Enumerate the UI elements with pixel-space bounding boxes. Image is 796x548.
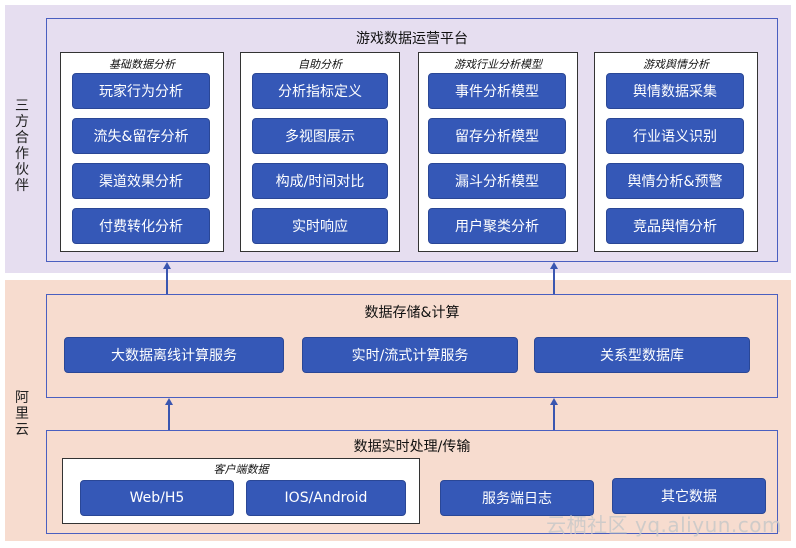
group-title: 游戏行业分析模型	[454, 58, 542, 71]
server-log-source[interactable]: 服务端日志	[440, 480, 594, 516]
arrow-up-icon	[163, 262, 171, 269]
channel-effect-analysis[interactable]: 渠道效果分析	[72, 163, 210, 199]
ios-android-source[interactable]: IOS/Android	[246, 480, 406, 516]
group-title: 自助分析	[298, 58, 342, 71]
multi-view-display[interactable]: 多视图展示	[252, 118, 388, 154]
sentiment-analysis-alert[interactable]: 舆情分析&预警	[606, 163, 744, 199]
sentiment-data-collection[interactable]: 舆情数据采集	[606, 73, 744, 109]
industry-semantic-recognition[interactable]: 行业语义识别	[606, 118, 744, 154]
arrow-up-icon	[165, 398, 173, 405]
watermark: 云栖社区 yq.aliyun.com	[546, 513, 782, 537]
arrow-line	[166, 268, 168, 294]
stream-computing-service[interactable]: 实时/流式计算服务	[302, 337, 518, 373]
processing-frame: 数据实时处理/传输	[46, 430, 778, 534]
arrow-line	[553, 268, 555, 294]
offline-computing-service[interactable]: 大数据离线计算服务	[64, 337, 284, 373]
realtime-response[interactable]: 实时响应	[252, 208, 388, 244]
storage-frame: 数据存储&计算	[46, 294, 778, 398]
aliyun-label: 阿里云	[15, 390, 29, 438]
group-title: 游戏舆情分析	[643, 58, 709, 71]
platform-frame: 游戏数据运营平台	[46, 18, 778, 262]
processing-title: 数据实时处理/传输	[353, 439, 471, 455]
other-data-source[interactable]: 其它数据	[612, 478, 766, 514]
relational-database[interactable]: 关系型数据库	[534, 337, 750, 373]
event-analysis-model[interactable]: 事件分析模型	[428, 73, 566, 109]
arrow-line	[168, 404, 170, 430]
partner-label: 三方合作伙伴	[15, 98, 29, 194]
user-clustering-analysis[interactable]: 用户聚类分析	[428, 208, 566, 244]
web-h5-source[interactable]: Web/H5	[80, 480, 234, 516]
arrow-up-icon	[550, 262, 558, 269]
arrow-up-icon	[550, 398, 558, 405]
storage-title: 数据存储&计算	[364, 305, 460, 321]
player-behavior-analysis[interactable]: 玩家行为分析	[72, 73, 210, 109]
client-data-title: 客户端数据	[213, 463, 269, 476]
retention-analysis-model[interactable]: 留存分析模型	[428, 118, 566, 154]
arrow-line	[553, 404, 555, 430]
platform-title: 游戏数据运营平台	[356, 31, 468, 47]
metric-definition[interactable]: 分析指标定义	[252, 73, 388, 109]
competitor-sentiment-analysis[interactable]: 竞品舆情分析	[606, 208, 744, 244]
composition-time-compare[interactable]: 构成/时间对比	[252, 163, 388, 199]
group-title: 基础数据分析	[109, 58, 175, 71]
funnel-analysis-model[interactable]: 漏斗分析模型	[428, 163, 566, 199]
churn-retention-analysis[interactable]: 流失&留存分析	[72, 118, 210, 154]
payment-conversion-analysis[interactable]: 付费转化分析	[72, 208, 210, 244]
